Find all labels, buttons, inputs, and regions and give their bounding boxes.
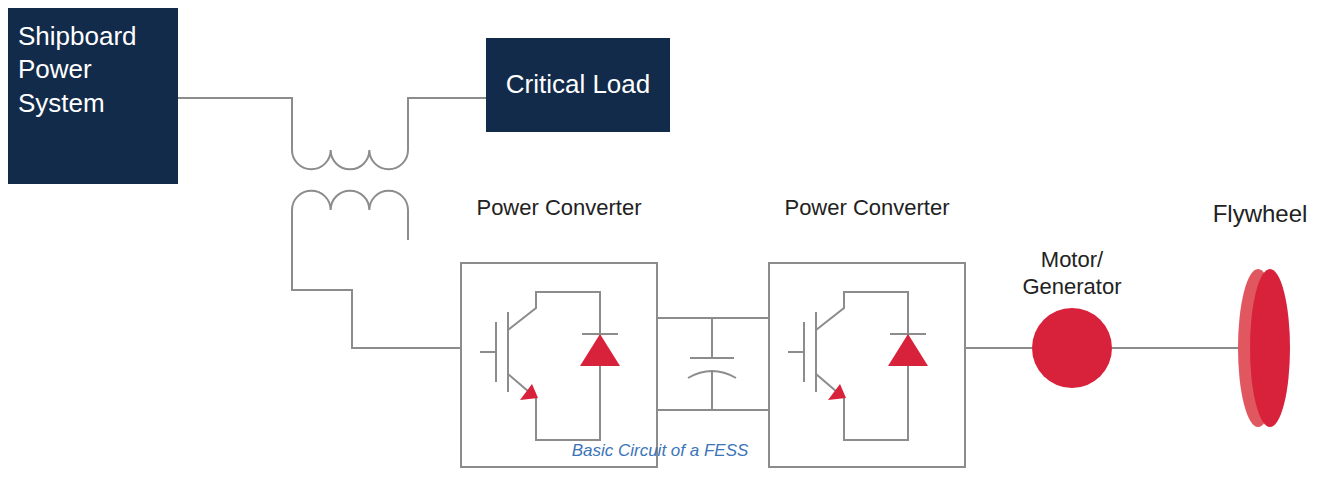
igbt-channel [507, 312, 509, 392]
motor-circle [1032, 308, 1112, 388]
converter-outline [460, 262, 658, 468]
circuit-wire [658, 409, 768, 411]
emitter-arrow [828, 384, 846, 400]
flywheel-front [1250, 269, 1290, 427]
component-label: Motor/ Generator [1002, 247, 1142, 300]
power-system-box: Shipboard Power System [8, 8, 178, 184]
circle-outline [1032, 308, 1112, 388]
transformer-secondary [292, 191, 408, 240]
circuit-wire [966, 347, 1032, 349]
motor-disc [1032, 308, 1112, 388]
flywheel-outline [1236, 268, 1296, 428]
critical-load-box: Critical Load [486, 38, 670, 132]
flywheel: Flywheel [1208, 200, 1312, 428]
motor-generator: Motor/ Generator [1002, 255, 1142, 388]
igbt-channel [815, 312, 817, 392]
igbt-gate [788, 322, 804, 382]
figure-caption: Basic Circuit of a FESS [0, 441, 1320, 461]
feed-wire [292, 210, 460, 348]
circuit-wire [1112, 347, 1244, 349]
emitter-arrow [520, 384, 538, 400]
circuit-wire [178, 98, 486, 169]
circuit-wire [658, 317, 768, 319]
converter-block: Power Converter [768, 195, 966, 468]
diode-symbol [580, 334, 620, 366]
component-label: Power Converter [768, 195, 966, 221]
component-label: Flywheel [1208, 200, 1312, 229]
component-label: Power Converter [460, 195, 658, 221]
flywheel-shape [1236, 268, 1296, 428]
box-label: Critical Load [498, 68, 658, 101]
converter-block: Power Converter [460, 195, 658, 468]
converter-outline [768, 262, 966, 468]
diode-symbol [888, 334, 928, 366]
box-label: Shipboard Power System [18, 20, 170, 120]
capacitor-plate [688, 371, 736, 410]
igbt-gate [480, 322, 496, 382]
capacitor-plate [690, 318, 734, 358]
